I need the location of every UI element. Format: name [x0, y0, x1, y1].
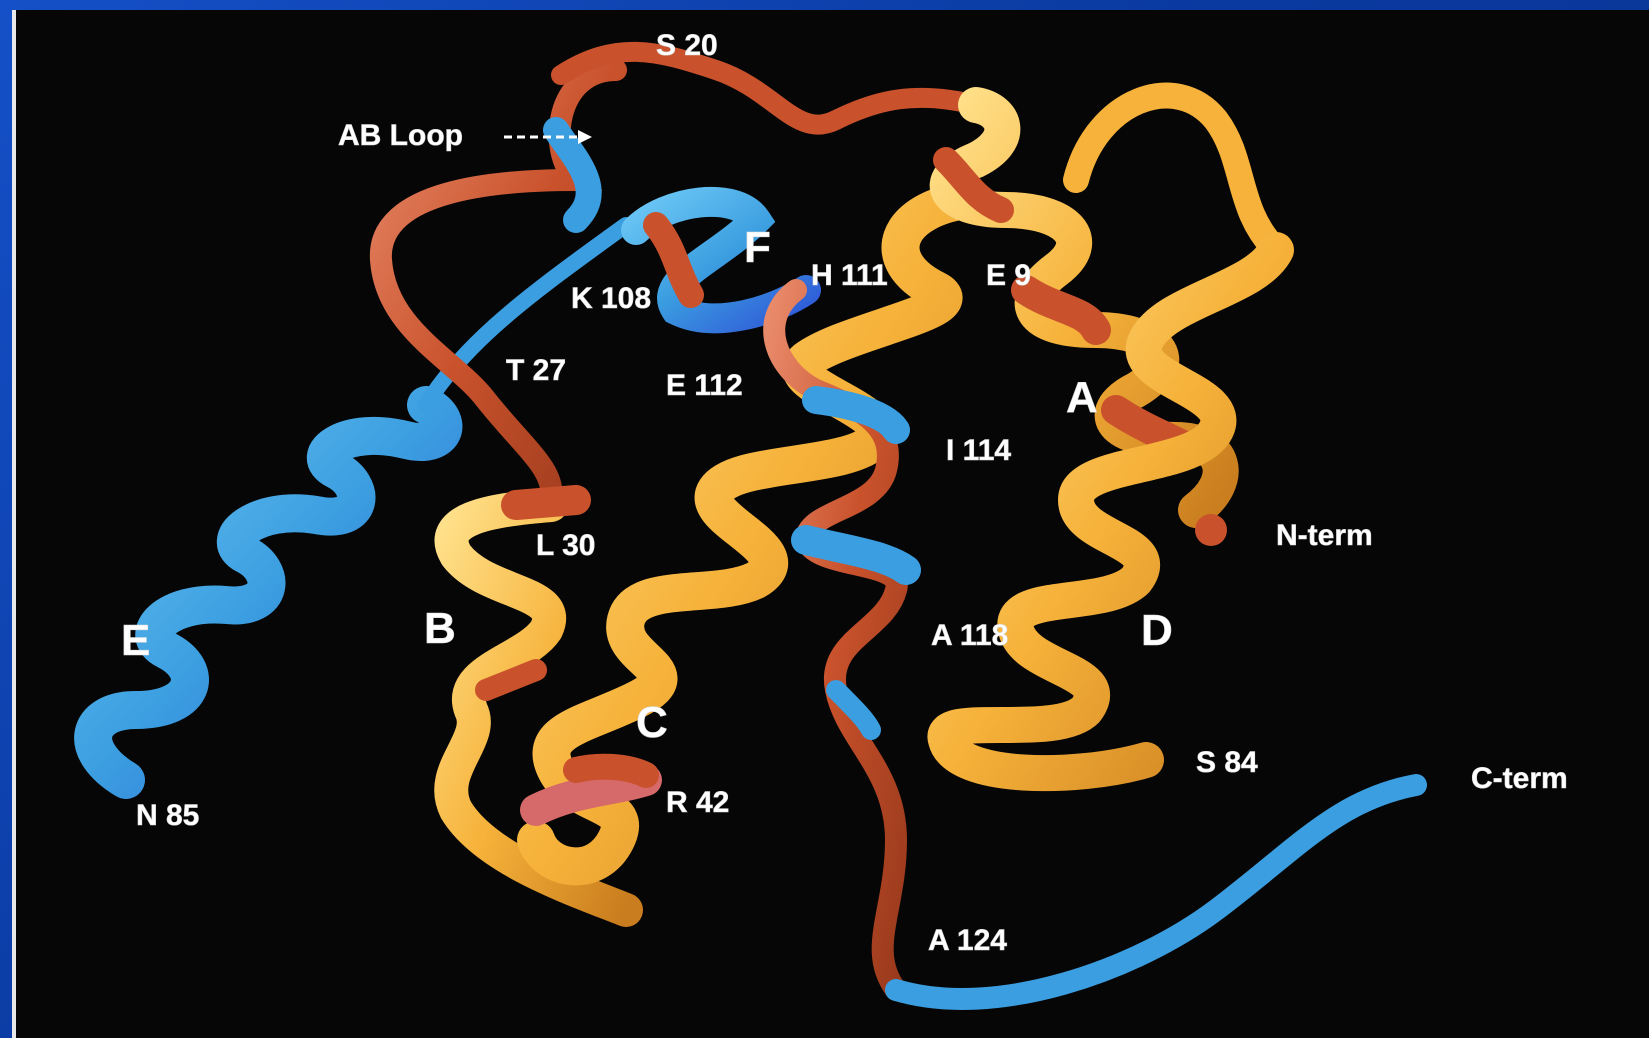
label-n85: N 85: [136, 799, 199, 832]
label-helix-f: F: [744, 223, 771, 272]
label-helix-e: E: [121, 616, 150, 665]
label-helix-b: B: [424, 604, 456, 653]
label-e112: E 112: [666, 369, 743, 402]
label-h111: H 111: [811, 259, 888, 292]
label-s84: S 84: [1196, 746, 1258, 779]
label-c-term: C-term: [1471, 762, 1568, 795]
central-loop-ribbon: [774, 290, 906, 990]
label-s20: S 20: [656, 29, 718, 62]
label-a118: A 118: [931, 619, 1008, 652]
label-helix-a: A: [1066, 373, 1098, 422]
label-k108: K 108: [571, 282, 651, 315]
label-ab-loop: AB Loop: [338, 119, 463, 152]
ad-loop-ribbon: [1076, 96, 1276, 250]
label-e9: E 9: [986, 259, 1031, 292]
label-n-term: N-term: [1276, 519, 1373, 552]
label-i114: I 114: [946, 434, 1011, 467]
label-helix-d: D: [1141, 606, 1173, 655]
c-term-tail: [896, 785, 1416, 999]
protein-ribbon-figure: S 20 AB Loop F H 111 E 9 K 108 T 27 E 11…: [12, 10, 1649, 1038]
label-r42: R 42: [666, 786, 729, 819]
label-l30: L 30: [536, 529, 596, 562]
label-a124: A 124: [928, 924, 1007, 957]
label-helix-c: C: [636, 698, 668, 747]
label-t27: T 27: [506, 354, 566, 387]
ribbon-diagram: S 20 AB Loop F H 111 E 9 K 108 T 27 E 11…: [16, 10, 1649, 1038]
